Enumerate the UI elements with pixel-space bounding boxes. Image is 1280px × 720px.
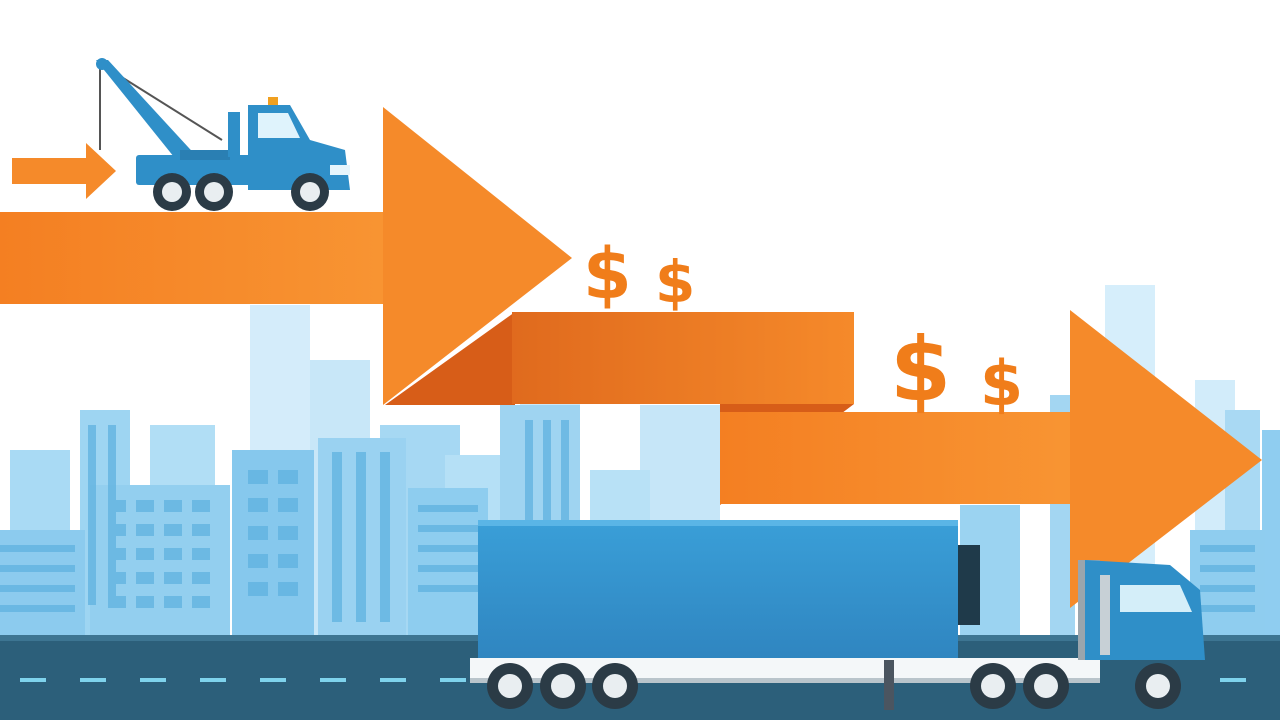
- small-arrow-icon: [12, 143, 116, 199]
- dollar-signs: $ $ $ $: [583, 233, 1023, 421]
- dollar-sign: $: [890, 318, 951, 421]
- dollar-sign: $: [980, 347, 1023, 420]
- dollar-sign: $: [655, 248, 695, 316]
- dollar-sign: $: [583, 233, 632, 315]
- tow-truck-icon: [96, 58, 350, 211]
- arrow-stage-3: [720, 310, 1262, 608]
- arrow-stage-2: [385, 312, 854, 405]
- semi-truck-icon: [470, 520, 1205, 710]
- arrow-stage-1: [0, 107, 572, 405]
